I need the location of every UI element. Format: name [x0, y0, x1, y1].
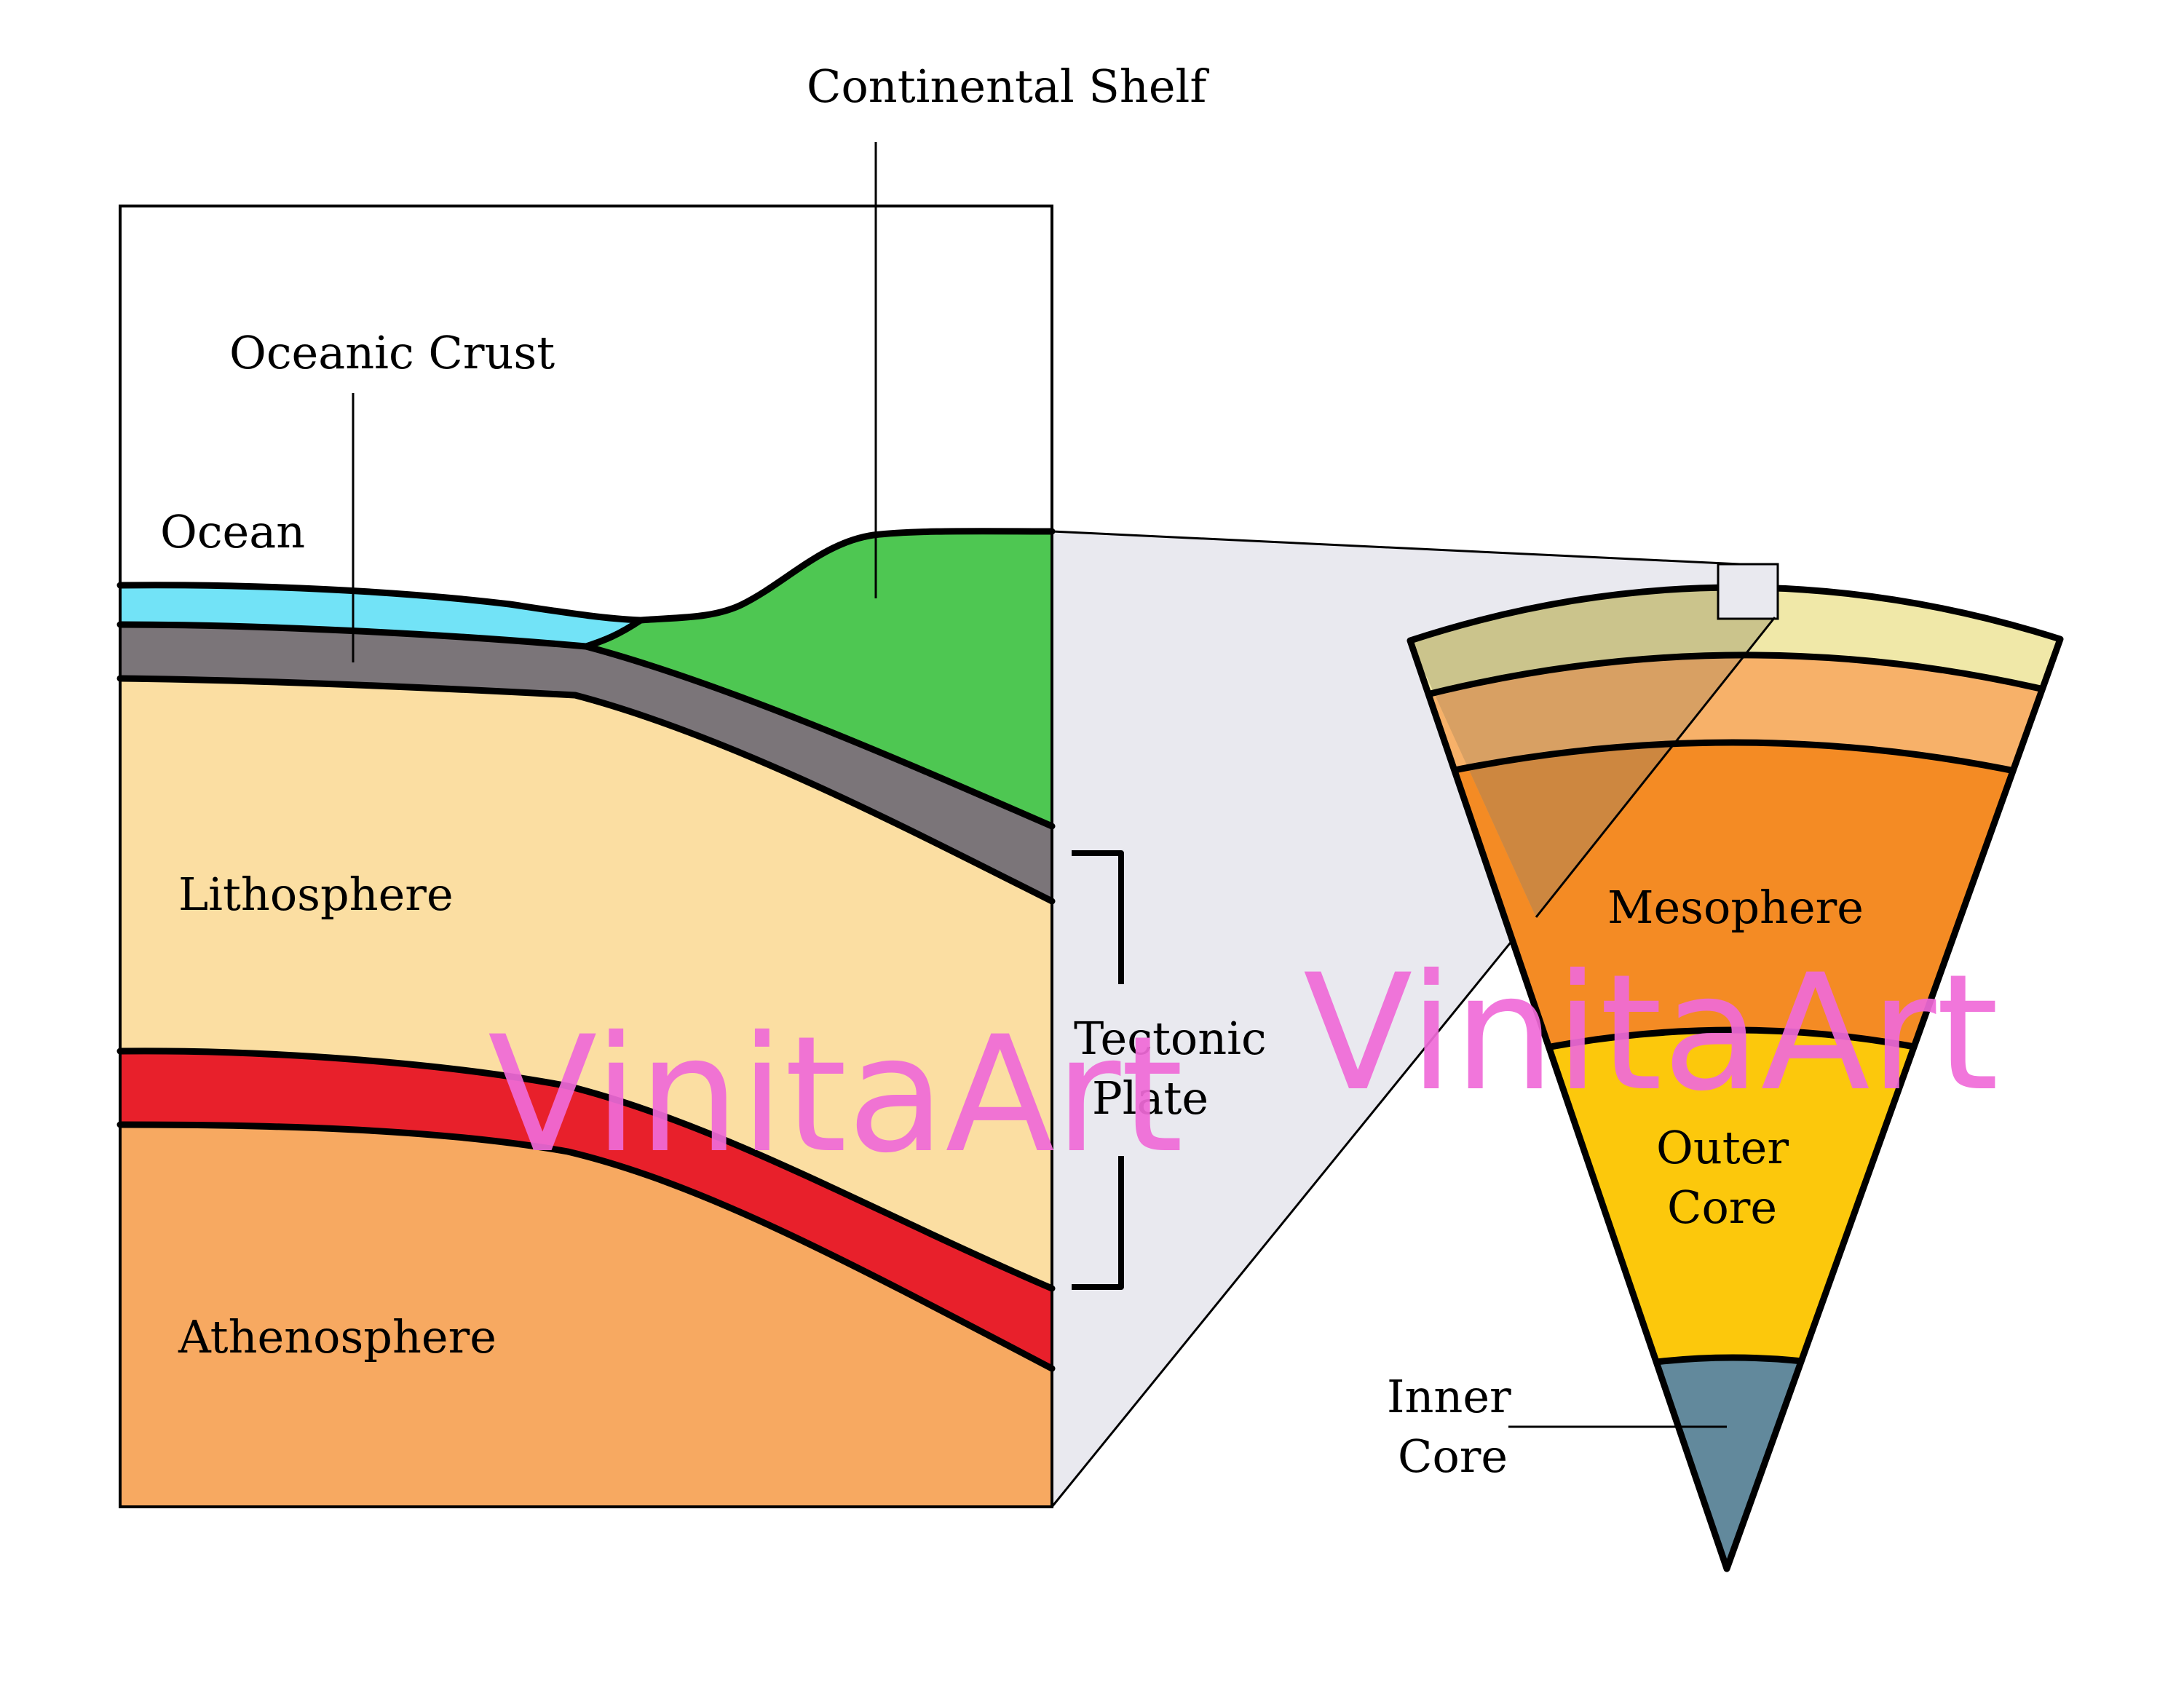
- label-inner-core: Core: [1398, 1430, 1508, 1483]
- red-layer-top-line: [116, 1048, 1056, 1292]
- zoom-projection-edge-top: [1051, 530, 1741, 566]
- zoom-source-box: [1717, 563, 1779, 620]
- ocean-layer: [120, 585, 641, 646]
- label-continental-shelf: Continental Shelf: [807, 60, 1209, 113]
- label-plate: Plate: [1092, 1072, 1208, 1125]
- cross-section-border: [119, 205, 1053, 1508]
- label-mesophere: Mesophere: [1607, 881, 1864, 934]
- label-oceanic-crust: Oceanic Crust: [229, 326, 555, 379]
- oceanic-crust-layer: [120, 625, 1052, 901]
- athenosphere-layer: [120, 1125, 1052, 1507]
- red-layer-bottom-line: [116, 1121, 1056, 1372]
- label-tectonic: Tectonic: [1074, 1012, 1267, 1065]
- label-athenosphere: Athenosphere: [178, 1310, 496, 1363]
- label-inner: Inner: [1387, 1370, 1511, 1423]
- lithosphere-layer: [120, 678, 1052, 1288]
- red-layer: [120, 1050, 1052, 1369]
- wedge-boundary-crust: [1410, 652, 2060, 710]
- watermark-right: VinitaArt: [1303, 940, 1999, 1126]
- oceanic-crust-bottom-line: [116, 675, 1056, 905]
- label-lithosphere: Lithosphere: [178, 868, 454, 921]
- watermark-left: VinitaArt: [488, 1002, 1184, 1188]
- tectonic-plate-bracket: [1072, 850, 1124, 1290]
- zoom-source-line: [1535, 617, 1776, 918]
- label-outer-core: Core: [1667, 1181, 1777, 1234]
- wedge-inner-core-layer: [1500, 1358, 1966, 1569]
- cross-section-box: [116, 205, 1056, 1508]
- label-outer: Outer: [1656, 1121, 1789, 1174]
- shelf-edge-line: [582, 617, 644, 650]
- ocean-surface-line: [116, 528, 1056, 624]
- wedge-boundary-mantle: [1410, 739, 2060, 790]
- label-ocean: Ocean: [160, 505, 305, 558]
- continental-shelf-layer: [586, 531, 1052, 826]
